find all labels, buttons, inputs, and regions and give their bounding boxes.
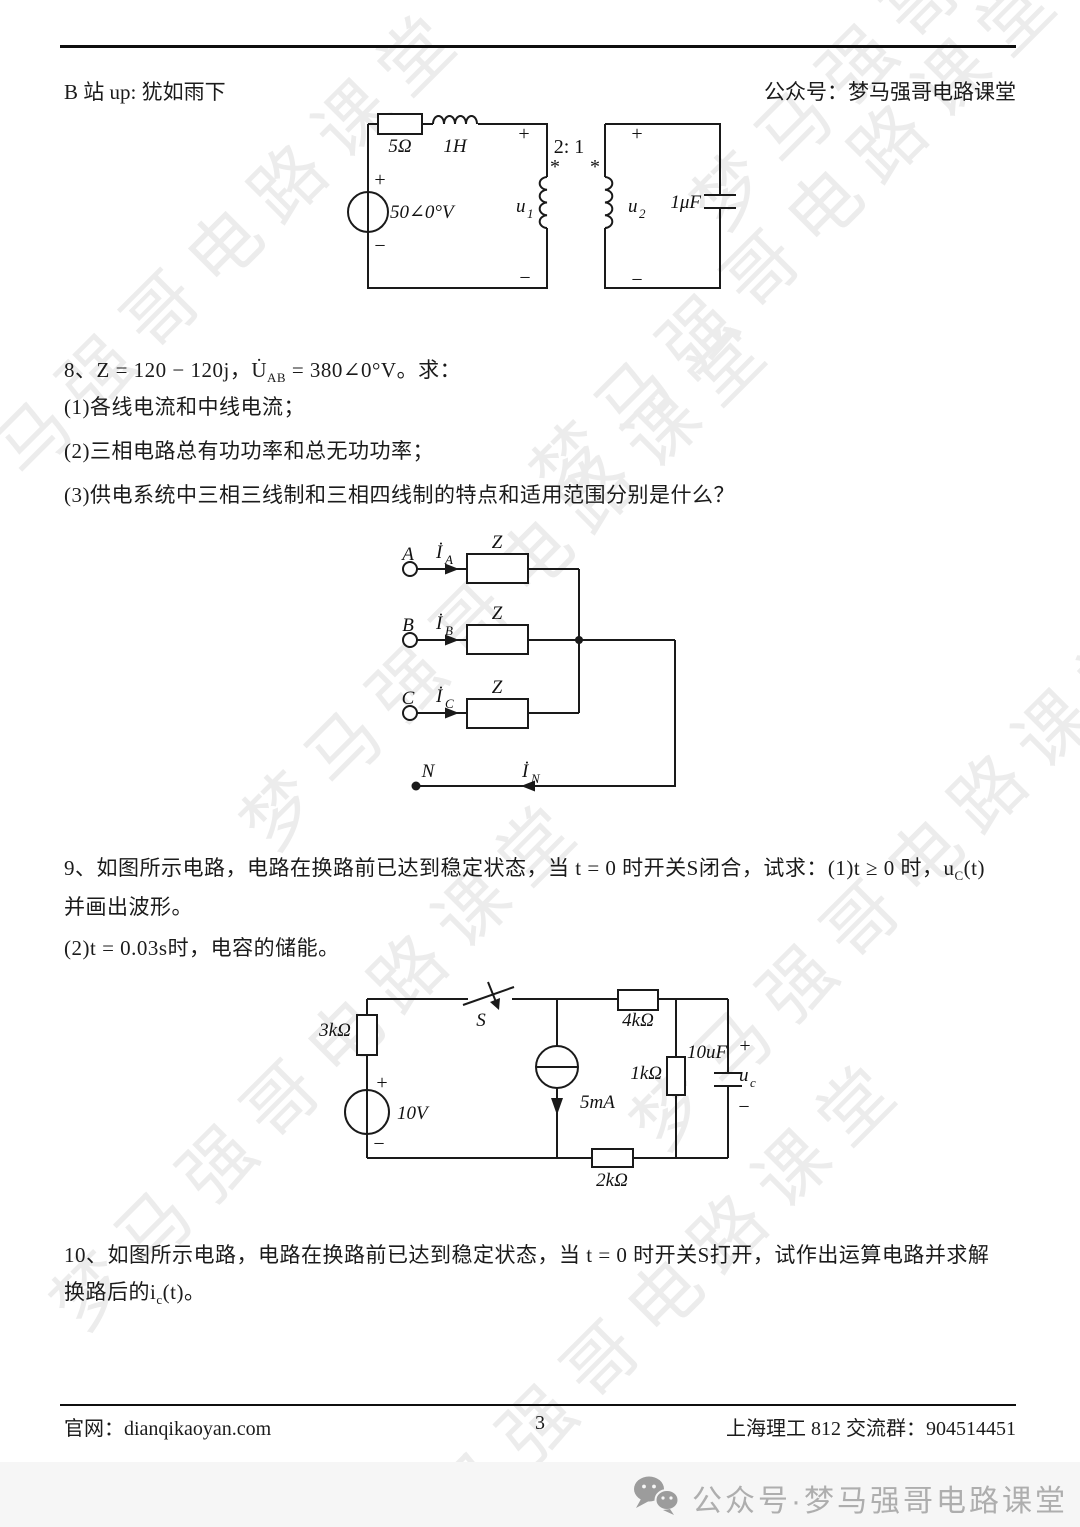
source-10v-label: 10V [397, 1103, 430, 1124]
uc-subscript: c [750, 1075, 756, 1090]
resistor-2k-label: 2kΩ [596, 1170, 628, 1191]
current-ic-label: İ [435, 686, 444, 707]
top-rule [60, 45, 1016, 48]
problem-8-item-2: (2)三相电路总有功功率和总无功功率； [64, 439, 434, 463]
neutral-label: N [421, 761, 436, 782]
terminal-a [402, 561, 418, 577]
current-ia-label: İ [435, 542, 444, 563]
terminal-b [402, 632, 418, 648]
capacitor-plates [704, 194, 736, 209]
current-arrow-c [445, 707, 459, 719]
impedance-label-b: Z [492, 603, 503, 624]
source-plus-sign: + [376, 1072, 387, 1094]
impedance-box-a [466, 553, 529, 584]
resistor-label: 5Ω [388, 136, 412, 157]
current-in-subscript: N [530, 771, 541, 786]
turns-ratio-label: 2: 1 [554, 136, 585, 158]
switching-circuit-diagram: 3kΩ + 10V − S 5mA 4kΩ 1kΩ 10uF + u c − 2… [318, 981, 756, 1191]
resistor-2kohm [591, 1148, 634, 1168]
switch-label: S [476, 1010, 486, 1031]
impedance-box-c [466, 698, 529, 729]
source-plus-sign: + [374, 169, 385, 191]
current-arrow-b [445, 634, 459, 646]
primary-winding [538, 176, 548, 229]
resistor-4k-label: 4kΩ [622, 1010, 654, 1031]
problem-8-item-3: (3)供电系统中三相三线制和三相四线制的特点和适用范围分别是什么？ [64, 483, 735, 507]
junction-node [575, 636, 583, 644]
three-phase-circuit-diagram: A İ A Z B İ B Z C İ C Z N İ N [400, 532, 676, 792]
resistor-4kohm [617, 989, 659, 1011]
secondary-loop-wire [604, 123, 721, 289]
uc-minus-sign: − [738, 1096, 749, 1118]
current-ia-subscript: A [444, 552, 453, 567]
inductor-label: 1H [443, 136, 468, 157]
footer-rule [60, 1404, 1016, 1406]
phase-a-label: A [400, 544, 414, 565]
switch-action-arrow [490, 998, 500, 1010]
ic-subscript: c [156, 1292, 163, 1308]
current-arrow-a [445, 563, 459, 575]
page-number: 3 [535, 1412, 545, 1434]
switch-blade [462, 986, 515, 1006]
current-source-arrow [551, 1098, 563, 1115]
problem-8-title: 8、Z = 120 − 120j，U̇AB = 380∠0°V。求： [64, 358, 462, 386]
header-right: 公众号：梦马强哥电路课堂 [764, 80, 1016, 104]
source-minus-sign: − [374, 235, 385, 257]
u1-plus-sign: + [518, 123, 529, 145]
current-ib-label: İ [435, 613, 444, 634]
uc-subscript: C [954, 868, 964, 884]
source-minus-sign: − [373, 1133, 384, 1155]
dot-mark-primary: * [550, 156, 560, 178]
three-phase-wires [416, 568, 676, 787]
current-source-label: 5mA [580, 1092, 615, 1113]
u1-minus-sign: − [519, 267, 530, 289]
capacitor-label: 1μF [670, 192, 701, 213]
impedance-label-a: Z [492, 532, 503, 553]
dot-mark-secondary: * [590, 156, 600, 178]
capacitor-10uf-label: 10uF [687, 1042, 728, 1063]
phase-b-label: B [402, 615, 414, 636]
problem-8-item-1: (1)各线电流和中线电流； [64, 395, 305, 419]
impedance-label-c: Z [492, 677, 503, 698]
resistor-3kohm [356, 1014, 378, 1056]
neutral-node [411, 781, 421, 791]
resistor-1k-label: 1kΩ [630, 1063, 662, 1084]
impedance-box-b [466, 624, 529, 655]
u1-label: u [516, 196, 526, 217]
resistor-1kohm [666, 1056, 686, 1096]
problem-9-line-1: 9、如图所示电路，电路在换路前已达到稳定状态，当 t = 0 时开关S闭合，试求… [64, 856, 985, 884]
problem-10-line-2: 换路后的ic(t)。 [64, 1280, 206, 1308]
footer-website: 官网：dianqikaoyan.com [64, 1418, 272, 1440]
phase-c-label: C [402, 688, 415, 709]
secondary-winding [604, 176, 614, 229]
resistor-5ohm [377, 113, 423, 135]
problem-10-line-1: 10、如图所示电路，电路在换路前已达到稳定状态，当 t = 0 时开关S打开，试… [64, 1243, 990, 1267]
branding-strip [0, 1462, 1080, 1527]
current-arrow-n [521, 780, 535, 792]
transformer-circuit-diagram: 5Ω 1H + 50∠0°V − + u 1 − 2: 1 * * + u 2 … [347, 113, 736, 291]
u2-minus-sign: − [631, 269, 642, 291]
inductor-1h [432, 115, 478, 125]
problem-9-line-3: (2)t = 0.03s时，电容的储能。 [64, 936, 340, 960]
current-in-label: İ [521, 761, 530, 782]
header-left: B 站 up: 犹如雨下 [64, 80, 226, 104]
terminal-c [402, 705, 418, 721]
resistor-3k-label: 3kΩ [318, 1020, 351, 1041]
uab-subscript: AB [267, 370, 287, 386]
u2-subscript: 2 [639, 206, 646, 221]
uc-label: u [739, 1065, 749, 1086]
current-ib-subscript: B [445, 623, 453, 638]
branding-label: 公众号·梦马强哥电路课堂 [692, 1485, 1068, 1518]
u1-subscript: 1 [527, 206, 534, 221]
uc-plus-sign: + [739, 1035, 750, 1057]
problem-9-line-2: 并画出波形。 [64, 895, 193, 919]
capacitor-plates-10uf [714, 1072, 742, 1087]
current-ic-subscript: C [445, 696, 454, 711]
wechat-icon [634, 1476, 680, 1515]
source-value-label: 50∠0°V [390, 202, 456, 223]
footer-group: 上海理工 812 交流群：904514451 [726, 1418, 1016, 1440]
u2-plus-sign: + [631, 123, 642, 145]
u2-label: u [628, 196, 638, 217]
